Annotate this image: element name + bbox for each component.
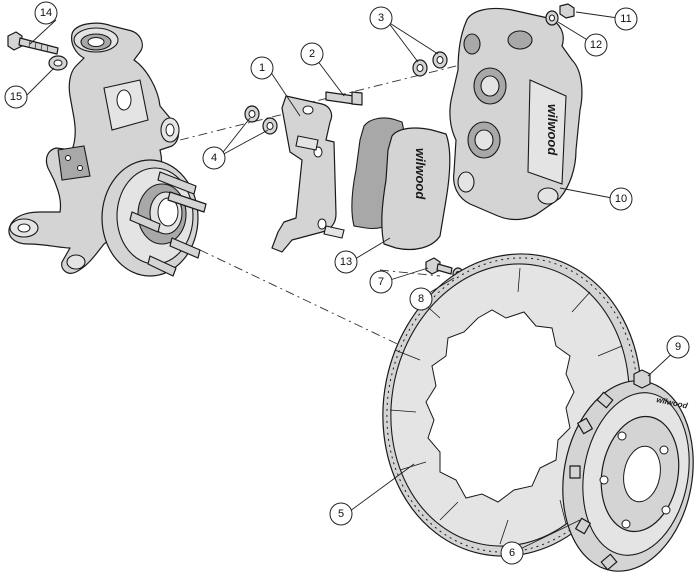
- svg-text:2: 2: [309, 48, 315, 60]
- callout-4: 4: [202, 146, 226, 170]
- pad-brand-logo: wilwood: [413, 148, 428, 200]
- wheel-hub: [101, 159, 207, 277]
- svg-text:12: 12: [590, 39, 602, 51]
- brake-pads: wilwood: [351, 117, 451, 251]
- bracket-bolt: [325, 91, 363, 106]
- wheel-studs: [129, 171, 207, 277]
- bleeder-washer: [545, 10, 559, 26]
- svg-text:15: 15: [10, 91, 22, 103]
- svg-text:13: 13: [340, 256, 352, 268]
- callout-3: 3: [369, 6, 393, 30]
- callout-7: 7: [369, 270, 393, 294]
- spindle-knuckle: [8, 22, 180, 274]
- svg-text:5: 5: [338, 508, 344, 520]
- hat-nut: [633, 369, 651, 389]
- hat-tabs: [569, 391, 618, 571]
- svg-text:7: 7: [378, 276, 384, 288]
- svg-text:11: 11: [620, 13, 631, 25]
- svg-text:6: 6: [509, 547, 515, 559]
- svg-text:10: 10: [615, 193, 627, 205]
- svg-text:4: 4: [211, 152, 217, 164]
- svg-text:14: 14: [40, 7, 52, 19]
- callout-15: 15: [4, 85, 28, 109]
- callout-8: 8: [409, 287, 433, 311]
- callout-leaders: [25, 11, 679, 553]
- rotor-bolt: [425, 257, 453, 275]
- callout-14: 14: [34, 1, 58, 25]
- svg-text:8: 8: [418, 293, 424, 305]
- callout-2: 2: [300, 42, 324, 66]
- callout-9: 9: [666, 335, 690, 359]
- bracket-shims: [244, 105, 278, 135]
- caliper-washers: [412, 51, 448, 77]
- caliper-brand-logo: wilwood: [545, 104, 560, 156]
- bleeder-screw: [559, 3, 575, 19]
- brake-caliper: wilwood: [449, 7, 583, 221]
- callout-6: 6: [500, 541, 524, 565]
- callout-10: 10: [609, 187, 633, 211]
- callout-12: 12: [584, 33, 608, 57]
- svg-text:3: 3: [378, 12, 384, 24]
- svg-text:9: 9: [675, 341, 681, 353]
- callout-1: 1: [250, 56, 274, 80]
- callout-13: 13: [334, 250, 358, 274]
- rotor-hat: wilwood: [562, 380, 694, 572]
- caliper-mounting-bracket: [271, 95, 345, 253]
- knuckle-bolt: [7, 31, 59, 55]
- callout-11: 11: [614, 7, 638, 31]
- knuckle-washer: [48, 55, 68, 71]
- svg-text:1: 1: [259, 62, 265, 74]
- callout-5: 5: [329, 502, 353, 526]
